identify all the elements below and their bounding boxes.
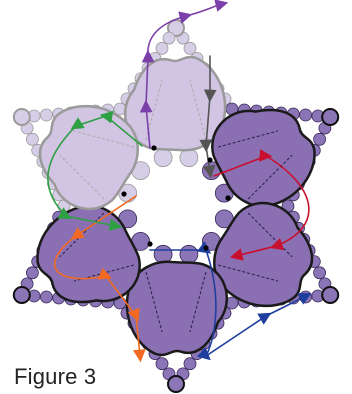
tip-bead <box>12 286 31 304</box>
thread-paths <box>47 0 312 363</box>
rim-bead <box>183 357 197 371</box>
thread-purple <box>139 0 229 149</box>
rim-bead <box>40 108 53 122</box>
tip-bead <box>167 375 185 393</box>
rim-bead <box>183 41 197 55</box>
junction-dot <box>207 157 213 163</box>
tip-bead <box>321 286 340 304</box>
rim-bead <box>26 132 39 146</box>
rim-bead <box>40 290 53 304</box>
rim-bead <box>313 132 327 146</box>
petal-seam <box>145 271 163 333</box>
rim-bead <box>162 31 176 45</box>
petal-seam <box>218 130 279 148</box>
junction-dot <box>121 191 127 197</box>
figure-caption: Figure 3 <box>14 364 97 389</box>
inner-ring-bead <box>153 148 173 168</box>
junction-dot <box>203 245 209 251</box>
inner-bead-ring <box>118 148 234 264</box>
thread-green <box>47 110 143 232</box>
thread-blue <box>149 241 312 361</box>
rim-bead <box>313 266 327 280</box>
rim-bead <box>155 357 169 371</box>
inner-ring-bead <box>179 244 199 264</box>
junction-dot <box>147 241 153 247</box>
junction-dots <box>121 145 231 251</box>
rim-bead <box>299 108 313 122</box>
tip-bead <box>321 108 340 126</box>
junction-dot <box>151 145 157 151</box>
junction-dot <box>225 195 231 201</box>
thread-orange <box>54 195 146 363</box>
rim-bead <box>26 266 39 280</box>
rim-bead <box>155 41 169 55</box>
tip-bead <box>12 108 31 126</box>
